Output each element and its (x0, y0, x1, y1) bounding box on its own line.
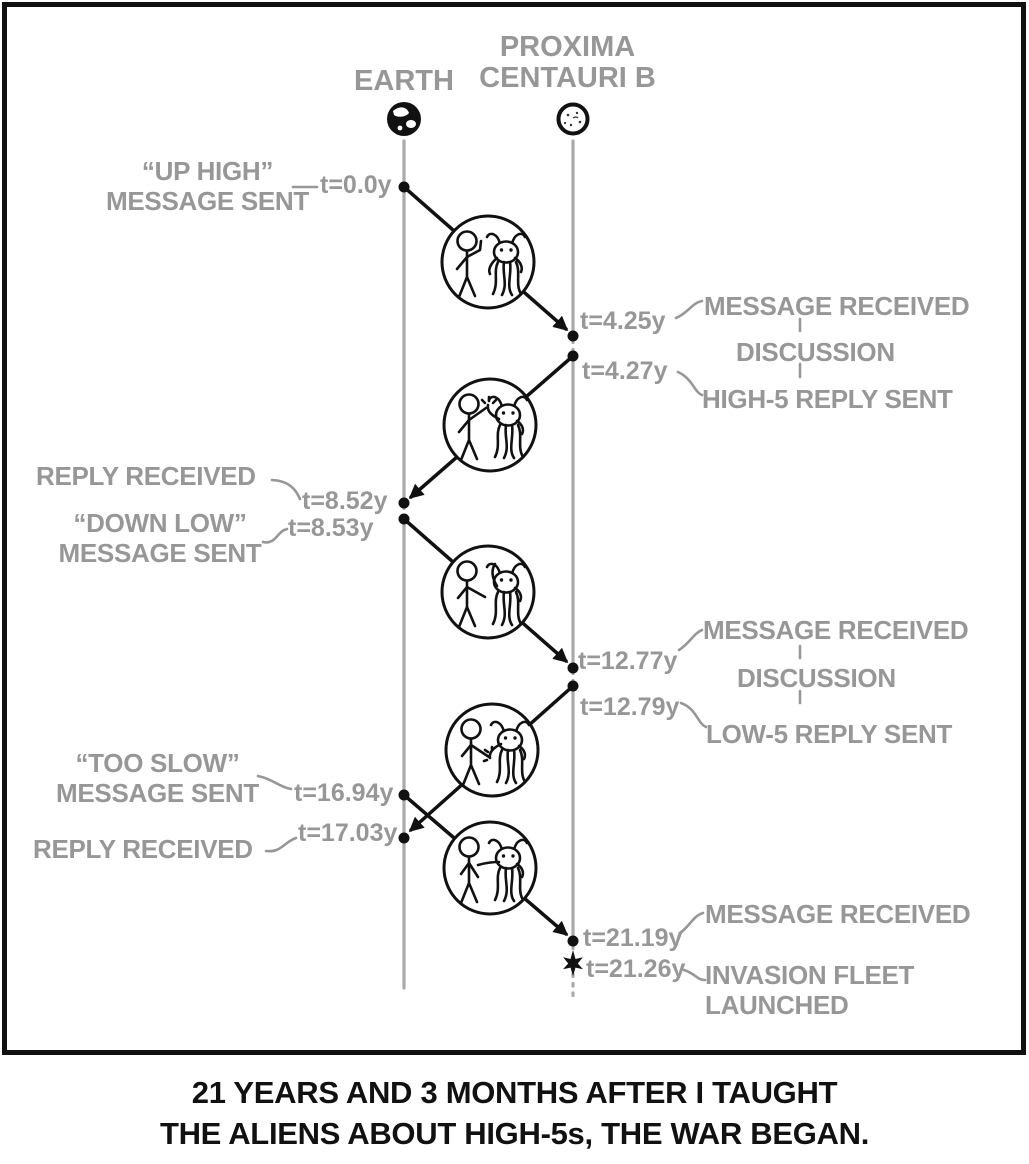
event-label-message-received-1: MESSAGE RECEIVED (704, 291, 970, 321)
proxima-column-label: PROXIMA CENTAURI B (470, 32, 665, 94)
time-label-t4-27: t=4.27y (582, 357, 668, 385)
event-label-too-slow: “TOO SLOW” MESSAGE SENT (40, 748, 275, 808)
caption-line2: THE ALIENS ABOUT HIGH-5s, THE WAR BEGAN. (159, 1116, 870, 1151)
event-dot-t12-79 (567, 680, 579, 692)
event-label-line: MESSAGE SENT (106, 186, 309, 216)
alien-figure (488, 720, 531, 785)
event-label-line: “DOWN LOW” (73, 508, 247, 538)
human-figure (460, 718, 491, 787)
event-label-discussion-2: DISCUSSION (737, 663, 896, 693)
human-figure (455, 230, 483, 299)
event-label-down-low: “DOWN LOW” MESSAGE SENT (40, 508, 280, 568)
event-dot-t17-03 (398, 832, 410, 844)
event-label-line: LAUNCHED (705, 990, 849, 1020)
event-dot-t4-27 (567, 350, 579, 362)
speech-bubble-up-high (440, 214, 536, 310)
event-label-message-received-3: MESSAGE RECEIVED (705, 899, 971, 929)
event-label-high5-reply: HIGH-5 REPLY SENT (702, 384, 953, 414)
event-label-line: “UP HIGH” (141, 156, 274, 186)
label-connectors (256, 185, 802, 982)
event-dot-t8-52 (398, 497, 410, 509)
event-label-low5-reply: LOW-5 REPLY SENT (706, 719, 953, 749)
event-label-reply-received-2: REPLY RECEIVED (33, 834, 253, 864)
event-label-line: MESSAGE SENT (58, 538, 262, 568)
event-dot-t12-77 (567, 662, 579, 674)
event-dot-t0 (398, 181, 410, 193)
event-label-invasion: INVASION FLEET LAUNCHED (705, 960, 914, 1020)
alien-figure (485, 232, 527, 297)
event-dot-t8-53 (398, 513, 410, 525)
earth-icon (387, 102, 421, 136)
speech-bubble-low-five (444, 702, 540, 798)
event-label-message-received-2: MESSAGE RECEIVED (703, 615, 969, 645)
event-dot-t16-94 (398, 789, 410, 801)
human-figure (457, 393, 488, 462)
earth-column-label: EARTH (354, 65, 454, 97)
event-label-line: MESSAGE SENT (56, 778, 259, 808)
alien-figure (485, 562, 527, 627)
time-label-t0: t=0.0y (320, 171, 392, 199)
invasion-star-icon (563, 950, 583, 976)
event-label-up-high: “UP HIGH” MESSAGE SENT (85, 156, 330, 216)
event-dot-t4-25 (567, 330, 579, 342)
event-label-reply-received-1: REPLY RECEIVED (36, 461, 256, 491)
event-dot-t21-19 (567, 935, 579, 947)
time-label-t4-25: t=4.25y (580, 307, 666, 335)
speech-bubble-too-slow (442, 820, 538, 916)
human-figure (456, 560, 487, 629)
human-figure (458, 836, 480, 905)
alien-figure (486, 395, 529, 460)
time-label-t8-52: t=8.52y (302, 487, 388, 515)
time-label-t8-53: t=8.53y (288, 514, 374, 542)
time-label-t17-03: t=17.03y (298, 819, 398, 847)
proxima-label-line1: PROXIMA (499, 31, 636, 63)
caption-line1: 21 YEARS AND 3 MONTHS AFTER I TAUGHT (191, 1075, 838, 1110)
speech-bubble-high-five (442, 377, 538, 473)
time-label-t16-94: t=16.94y (294, 779, 394, 807)
time-label-t21-26: t=21.26y (586, 955, 686, 983)
event-label-line: “TOO SLOW” (75, 748, 240, 778)
time-label-t12-79: t=12.79y (580, 693, 680, 721)
time-label-t12-77: t=12.77y (578, 647, 678, 675)
speech-bubble-down-low (440, 544, 536, 640)
proxima-icon (556, 102, 590, 136)
proxima-label-line2: CENTAURI B (479, 62, 656, 94)
event-label-line: INVASION FLEET (705, 960, 915, 990)
alien-figure (476, 838, 529, 903)
event-label-discussion-1: DISCUSSION (736, 337, 895, 367)
time-label-t21-19: t=21.19y (583, 924, 683, 952)
event-dots (398, 181, 579, 947)
caption: 21 YEARS AND 3 MONTHS AFTER I TAUGHT THE… (0, 1072, 1029, 1154)
